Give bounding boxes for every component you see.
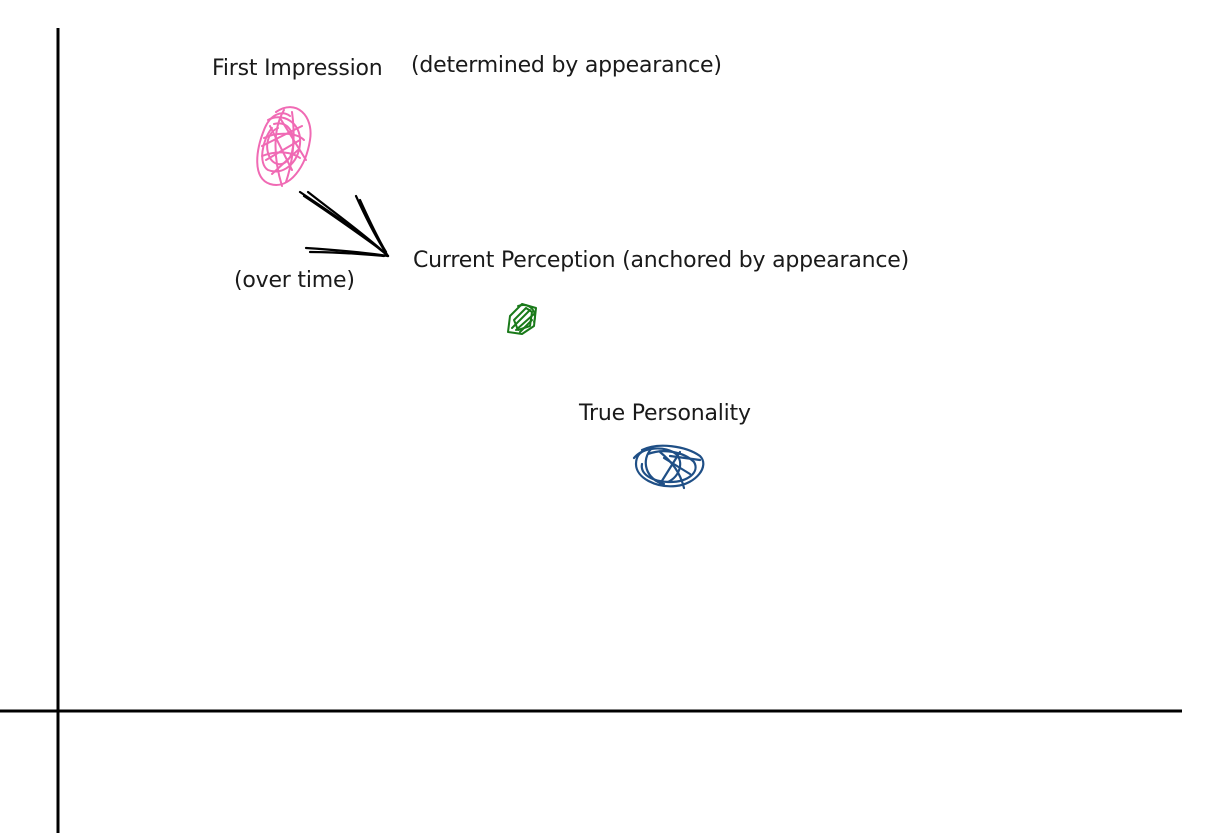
true-personality-label: True Personality: [579, 401, 751, 426]
over-time-label: (over time): [234, 268, 355, 293]
over-time-arrow: [298, 190, 390, 258]
first-impression-marker: [256, 106, 312, 187]
first-impression-label: First Impression: [212, 56, 383, 81]
first-impression-note: (determined by appearance): [411, 53, 722, 78]
current-perception-marker: [507, 303, 537, 335]
true-personality-marker: [632, 444, 705, 490]
current-perception-label: Current Perception (anchored by appearan…: [413, 248, 909, 273]
